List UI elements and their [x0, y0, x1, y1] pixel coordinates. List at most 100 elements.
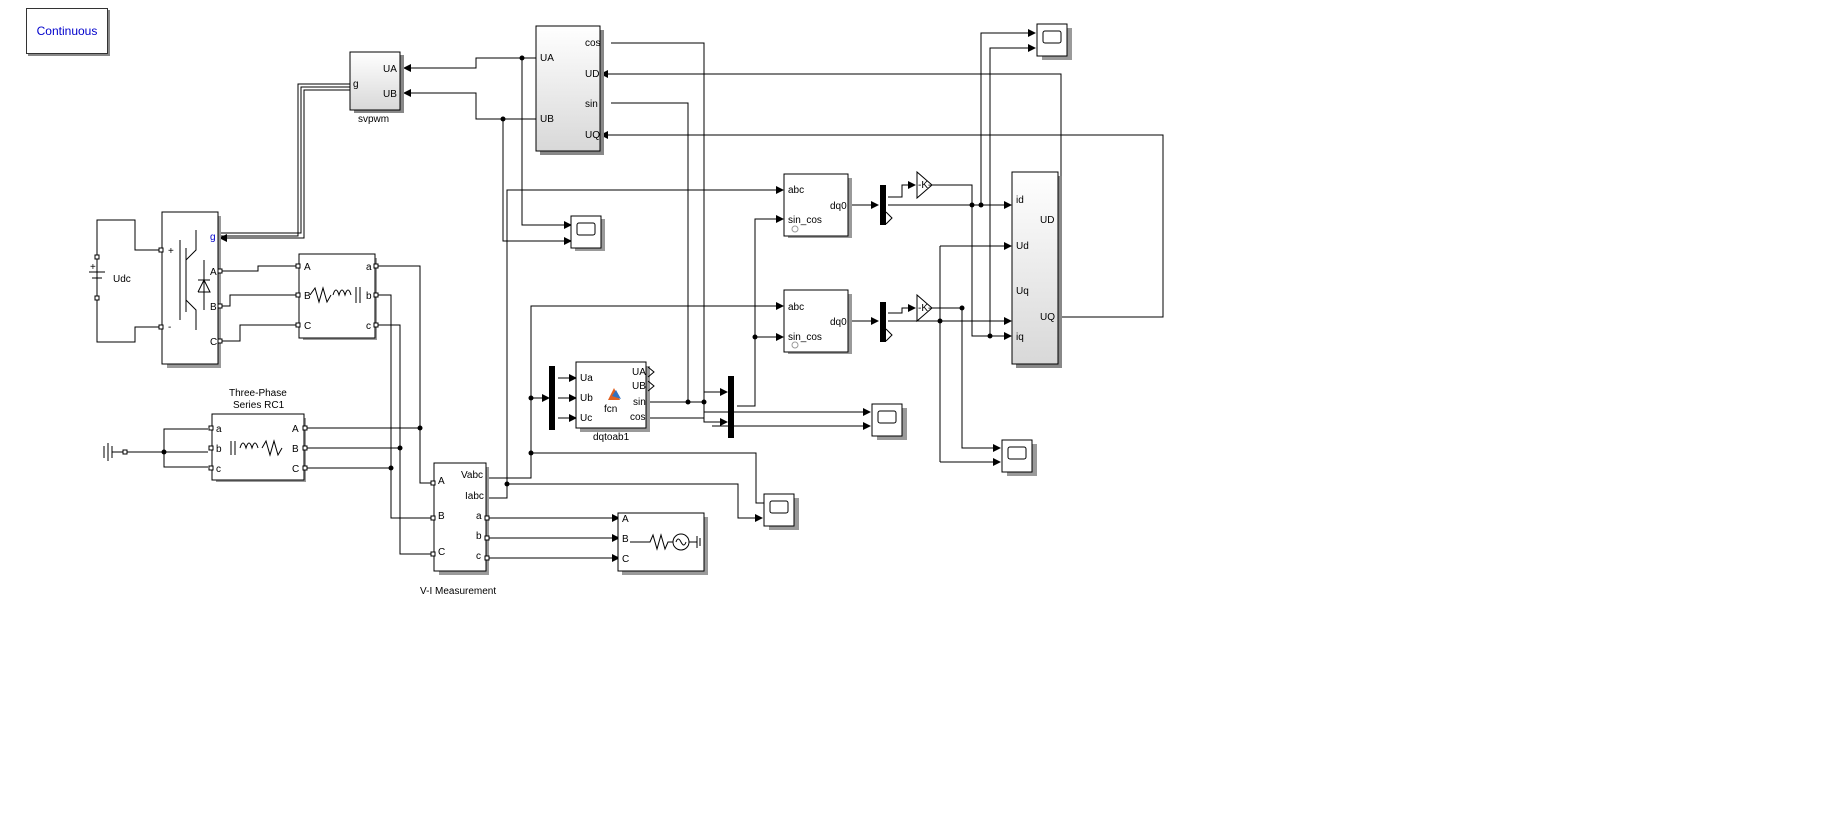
svg-text:Ub: Ub [580, 393, 593, 404]
dqtoab-function-block[interactable]: Ua Ub Uc UA UB sin cos fcn dqtoab1 [575, 361, 655, 443]
svg-text:-: - [168, 322, 171, 333]
mux-1-bar[interactable] [549, 366, 555, 430]
udc-label: Udc [113, 274, 131, 285]
svg-text:abc: abc [788, 302, 804, 313]
svpwm-block[interactable]: g UA UB svpwm [349, 51, 404, 125]
abc-to-dq0-block-1[interactable]: abc sin_cos dq0 [783, 173, 852, 238]
svg-text:sin_cos: sin_cos [788, 332, 822, 343]
demux-2-bar[interactable] [880, 302, 886, 342]
svg-text:A: A [210, 267, 217, 278]
inv-a-line [220, 265, 299, 272]
svg-text:UD: UD [585, 69, 599, 80]
ground-icon[interactable] [103, 443, 128, 461]
svg-text:A: A [304, 262, 311, 273]
rlc-c-line [376, 324, 434, 555]
svg-text:Uc: Uc [580, 413, 592, 424]
svg-text:iq: iq [1016, 332, 1024, 343]
inverter-g-port: g [210, 232, 216, 243]
svg-text:b: b [366, 291, 372, 302]
udc-plus-line [96, 219, 162, 257]
svg-text:UB: UB [383, 89, 397, 100]
svg-text:A: A [622, 514, 629, 525]
svg-text:a: a [216, 424, 222, 435]
current-controller-block[interactable]: id Ud Uq iq UD UQ [1011, 171, 1062, 368]
svg-text:b: b [476, 531, 482, 542]
inverter-bridge-block[interactable]: + - g A B C [158, 211, 223, 368]
gnd-a [125, 428, 208, 453]
svg-text:id: id [1016, 195, 1024, 206]
svg-text:c: c [476, 551, 481, 562]
svg-text:C: C [292, 464, 299, 475]
svg-text:dq0: dq0 [830, 317, 847, 328]
fcn-cos-line [648, 417, 728, 426]
pwm-bus-2 [220, 86, 352, 234]
three-phase-series-rc-block[interactable]: Three-Phase Series RC1 a b c A B C [208, 388, 308, 482]
rlc-a-line [376, 265, 434, 484]
svg-text:C: C [622, 554, 629, 565]
svg-text:A: A [438, 476, 445, 487]
svg-text:sin: sin [585, 99, 598, 110]
svg-text:Series RC1: Series RC1 [233, 400, 285, 411]
svg-text:-K-: -K- [918, 303, 931, 314]
svg-text:B: B [304, 291, 311, 302]
svg-text:UQ: UQ [1040, 312, 1055, 323]
svg-text:UB: UB [540, 114, 554, 125]
svg-text:Ud: Ud [1016, 241, 1029, 252]
inv-b-line [220, 294, 299, 307]
vabc-scope-line [531, 452, 784, 507]
svg-text:UA: UA [540, 53, 554, 64]
svg-text:fcn: fcn [604, 404, 617, 415]
svg-text:c: c [366, 321, 371, 332]
series-rlc-branch-block[interactable]: A B C a b c [295, 253, 379, 340]
fcn-cos-up [611, 42, 705, 418]
scope-block-2[interactable] [871, 403, 907, 440]
svg-text:Iabc: Iabc [465, 491, 484, 502]
gnd-c [163, 452, 208, 468]
iabc-scope-line [507, 483, 763, 522]
abc-to-dq0-block-2[interactable]: abc sin_cos dq0 [783, 289, 852, 354]
mux-2-bar[interactable] [728, 376, 734, 438]
svg-text:g: g [353, 79, 359, 90]
iabc-line [489, 186, 784, 499]
demux-1-bar[interactable] [880, 185, 886, 225]
svg-text:UQ: UQ [585, 130, 600, 141]
svg-text:UA: UA [632, 367, 646, 378]
svg-text:B: B [210, 302, 217, 313]
svg-text:Three-Phase: Three-Phase [229, 388, 287, 399]
solver-continuous-block[interactable]: Continuous [26, 8, 108, 54]
svg-text:Uq: Uq [1016, 286, 1029, 297]
scope-block-5[interactable] [1036, 23, 1072, 60]
svg-text:+: + [90, 262, 96, 273]
dc-source-block[interactable]: + Udc [89, 254, 131, 301]
gain-block-1[interactable]: -K- [916, 170, 933, 200]
svg-text:UB: UB [632, 381, 646, 392]
svg-text:C: C [210, 337, 217, 348]
svg-text:sin_cos: sin_cos [788, 215, 822, 226]
uq-feedback [600, 131, 1164, 318]
svg-text:C: C [438, 547, 445, 558]
svg-text:a: a [366, 262, 372, 273]
fcn-caption: dqtoab1 [593, 432, 630, 443]
voltage-transform-block[interactable]: UA UB cos UD sin UQ [535, 25, 604, 155]
svg-text:A: A [292, 424, 299, 435]
svg-text:c: c [216, 464, 221, 475]
svg-text:sin: sin [633, 397, 646, 408]
svg-text:+: + [168, 246, 174, 257]
svg-text:cos: cos [585, 38, 601, 49]
svg-text:-K-: -K- [918, 180, 931, 191]
vi-caption: V-I Measurement [420, 586, 496, 597]
vi-measurement-block[interactable]: A B C Vabc Iabc a b c V-I Measurement [420, 462, 496, 597]
gain-block-2[interactable]: -K- [916, 293, 933, 323]
svg-text:UA: UA [383, 64, 397, 75]
rlc-b-line [376, 294, 434, 519]
scope-block-1[interactable] [570, 215, 605, 251]
svg-text:Ua: Ua [580, 373, 593, 384]
fcn-sin-up [611, 102, 689, 402]
scope-block-4[interactable] [1001, 439, 1037, 476]
three-phase-load-block[interactable]: A B C [617, 512, 708, 575]
scope-block-3[interactable] [763, 493, 799, 530]
svg-text:dq0: dq0 [830, 201, 847, 212]
signal-lines [96, 29, 1164, 562]
svpwm-caption: svpwm [358, 114, 389, 125]
svg-text:B: B [292, 444, 299, 455]
